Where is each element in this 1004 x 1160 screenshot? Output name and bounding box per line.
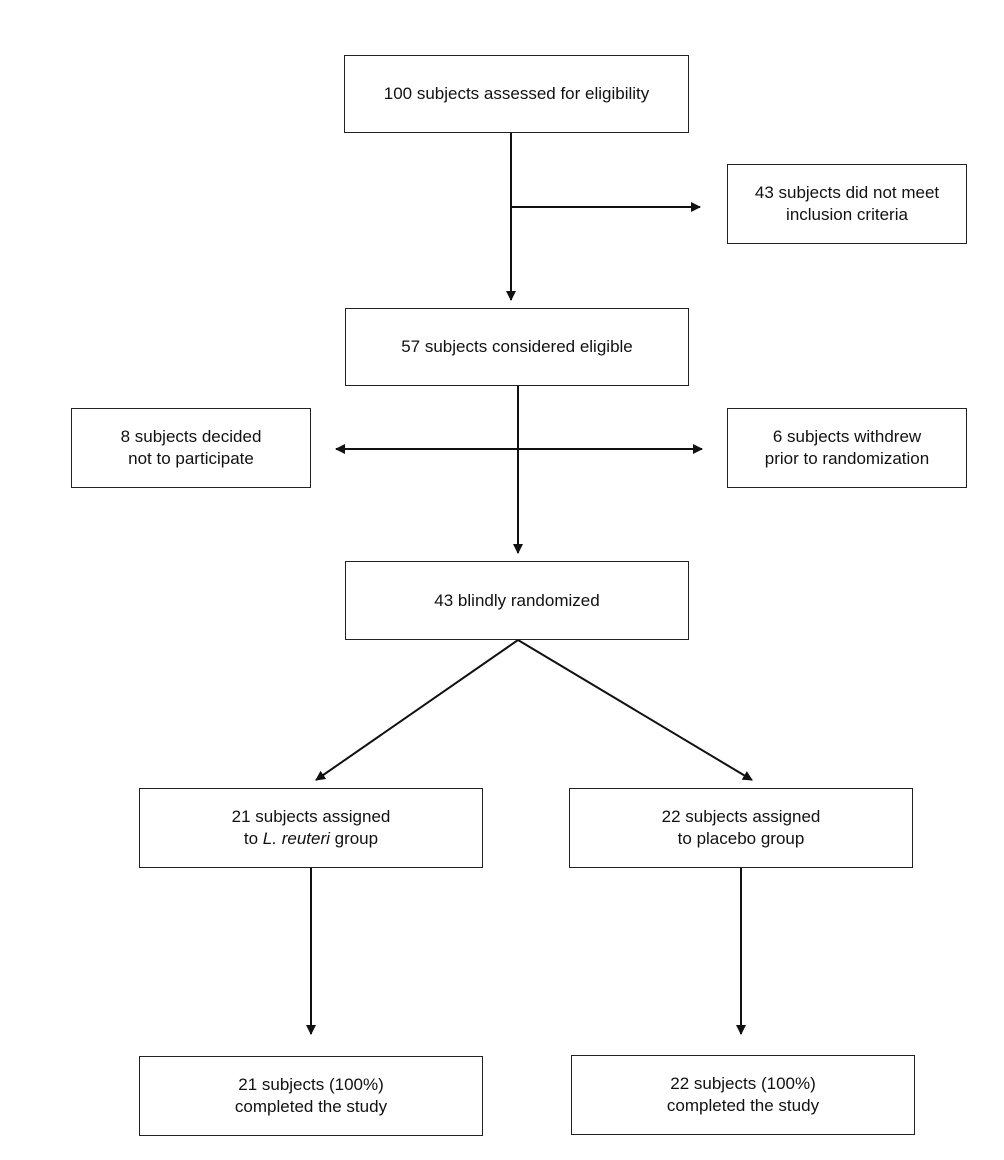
arrow-to-reuteri	[315, 639, 519, 781]
placebo-completed-line-2: completed the study	[666, 1096, 820, 1115]
placebo-group-box: 22 subjects assigned to placebo group	[569, 788, 913, 868]
placebo-completed-line-1: 22 subjects (100%)	[670, 1074, 816, 1093]
arrow-to-placebo	[517, 639, 753, 781]
reuteri-completed-line-2: completed the study	[234, 1097, 388, 1116]
placebo-completed-box: 22 subjects (100%) completed the study	[571, 1055, 915, 1135]
randomized-box: 43 blindly randomized	[345, 561, 689, 640]
reuteri-group-box: 21 subjects assigned to L. reuteri group	[139, 788, 483, 868]
not-meet-criteria-box: 43 subjects did not meet inclusion crite…	[727, 164, 967, 244]
not-meet-line-2: inclusion criteria	[786, 205, 908, 224]
eligible-line-1: 57 subjects considered eligible	[401, 337, 633, 356]
reuteri-completed-box: 21 subjects (100%) completed the study	[139, 1056, 483, 1136]
assessed-box: 100 subjects assessed for eligibility	[344, 55, 689, 133]
assessed-line-1: 100 subjects assessed for eligibility	[383, 84, 650, 103]
declined-line-2: not to participate	[128, 449, 254, 468]
declined-line-1: 8 subjects decided	[120, 427, 262, 446]
placebo-line-2: to placebo group	[677, 829, 805, 848]
reuteri-line-2: to L. reuteri group	[244, 828, 378, 850]
reuteri-line-2-suffix: group	[329, 829, 379, 848]
reuteri-species-name: L. reuteri	[262, 829, 330, 848]
placebo-line-1: 22 subjects assigned	[661, 807, 821, 826]
declined-box: 8 subjects decided not to participate	[71, 408, 311, 488]
not-meet-line-1: 43 subjects did not meet	[754, 183, 940, 202]
reuteri-completed-line-1: 21 subjects (100%)	[238, 1075, 384, 1094]
withdrew-line-2: prior to randomization	[764, 449, 930, 468]
reuteri-line-1: 21 subjects assigned	[231, 807, 391, 826]
withdrew-line-1: 6 subjects withdrew	[772, 427, 922, 446]
eligible-box: 57 subjects considered eligible	[345, 308, 689, 386]
withdrew-box: 6 subjects withdrew prior to randomizati…	[727, 408, 967, 488]
reuteri-line-2-prefix: to	[243, 829, 263, 848]
randomized-line-1: 43 blindly randomized	[434, 590, 600, 610]
